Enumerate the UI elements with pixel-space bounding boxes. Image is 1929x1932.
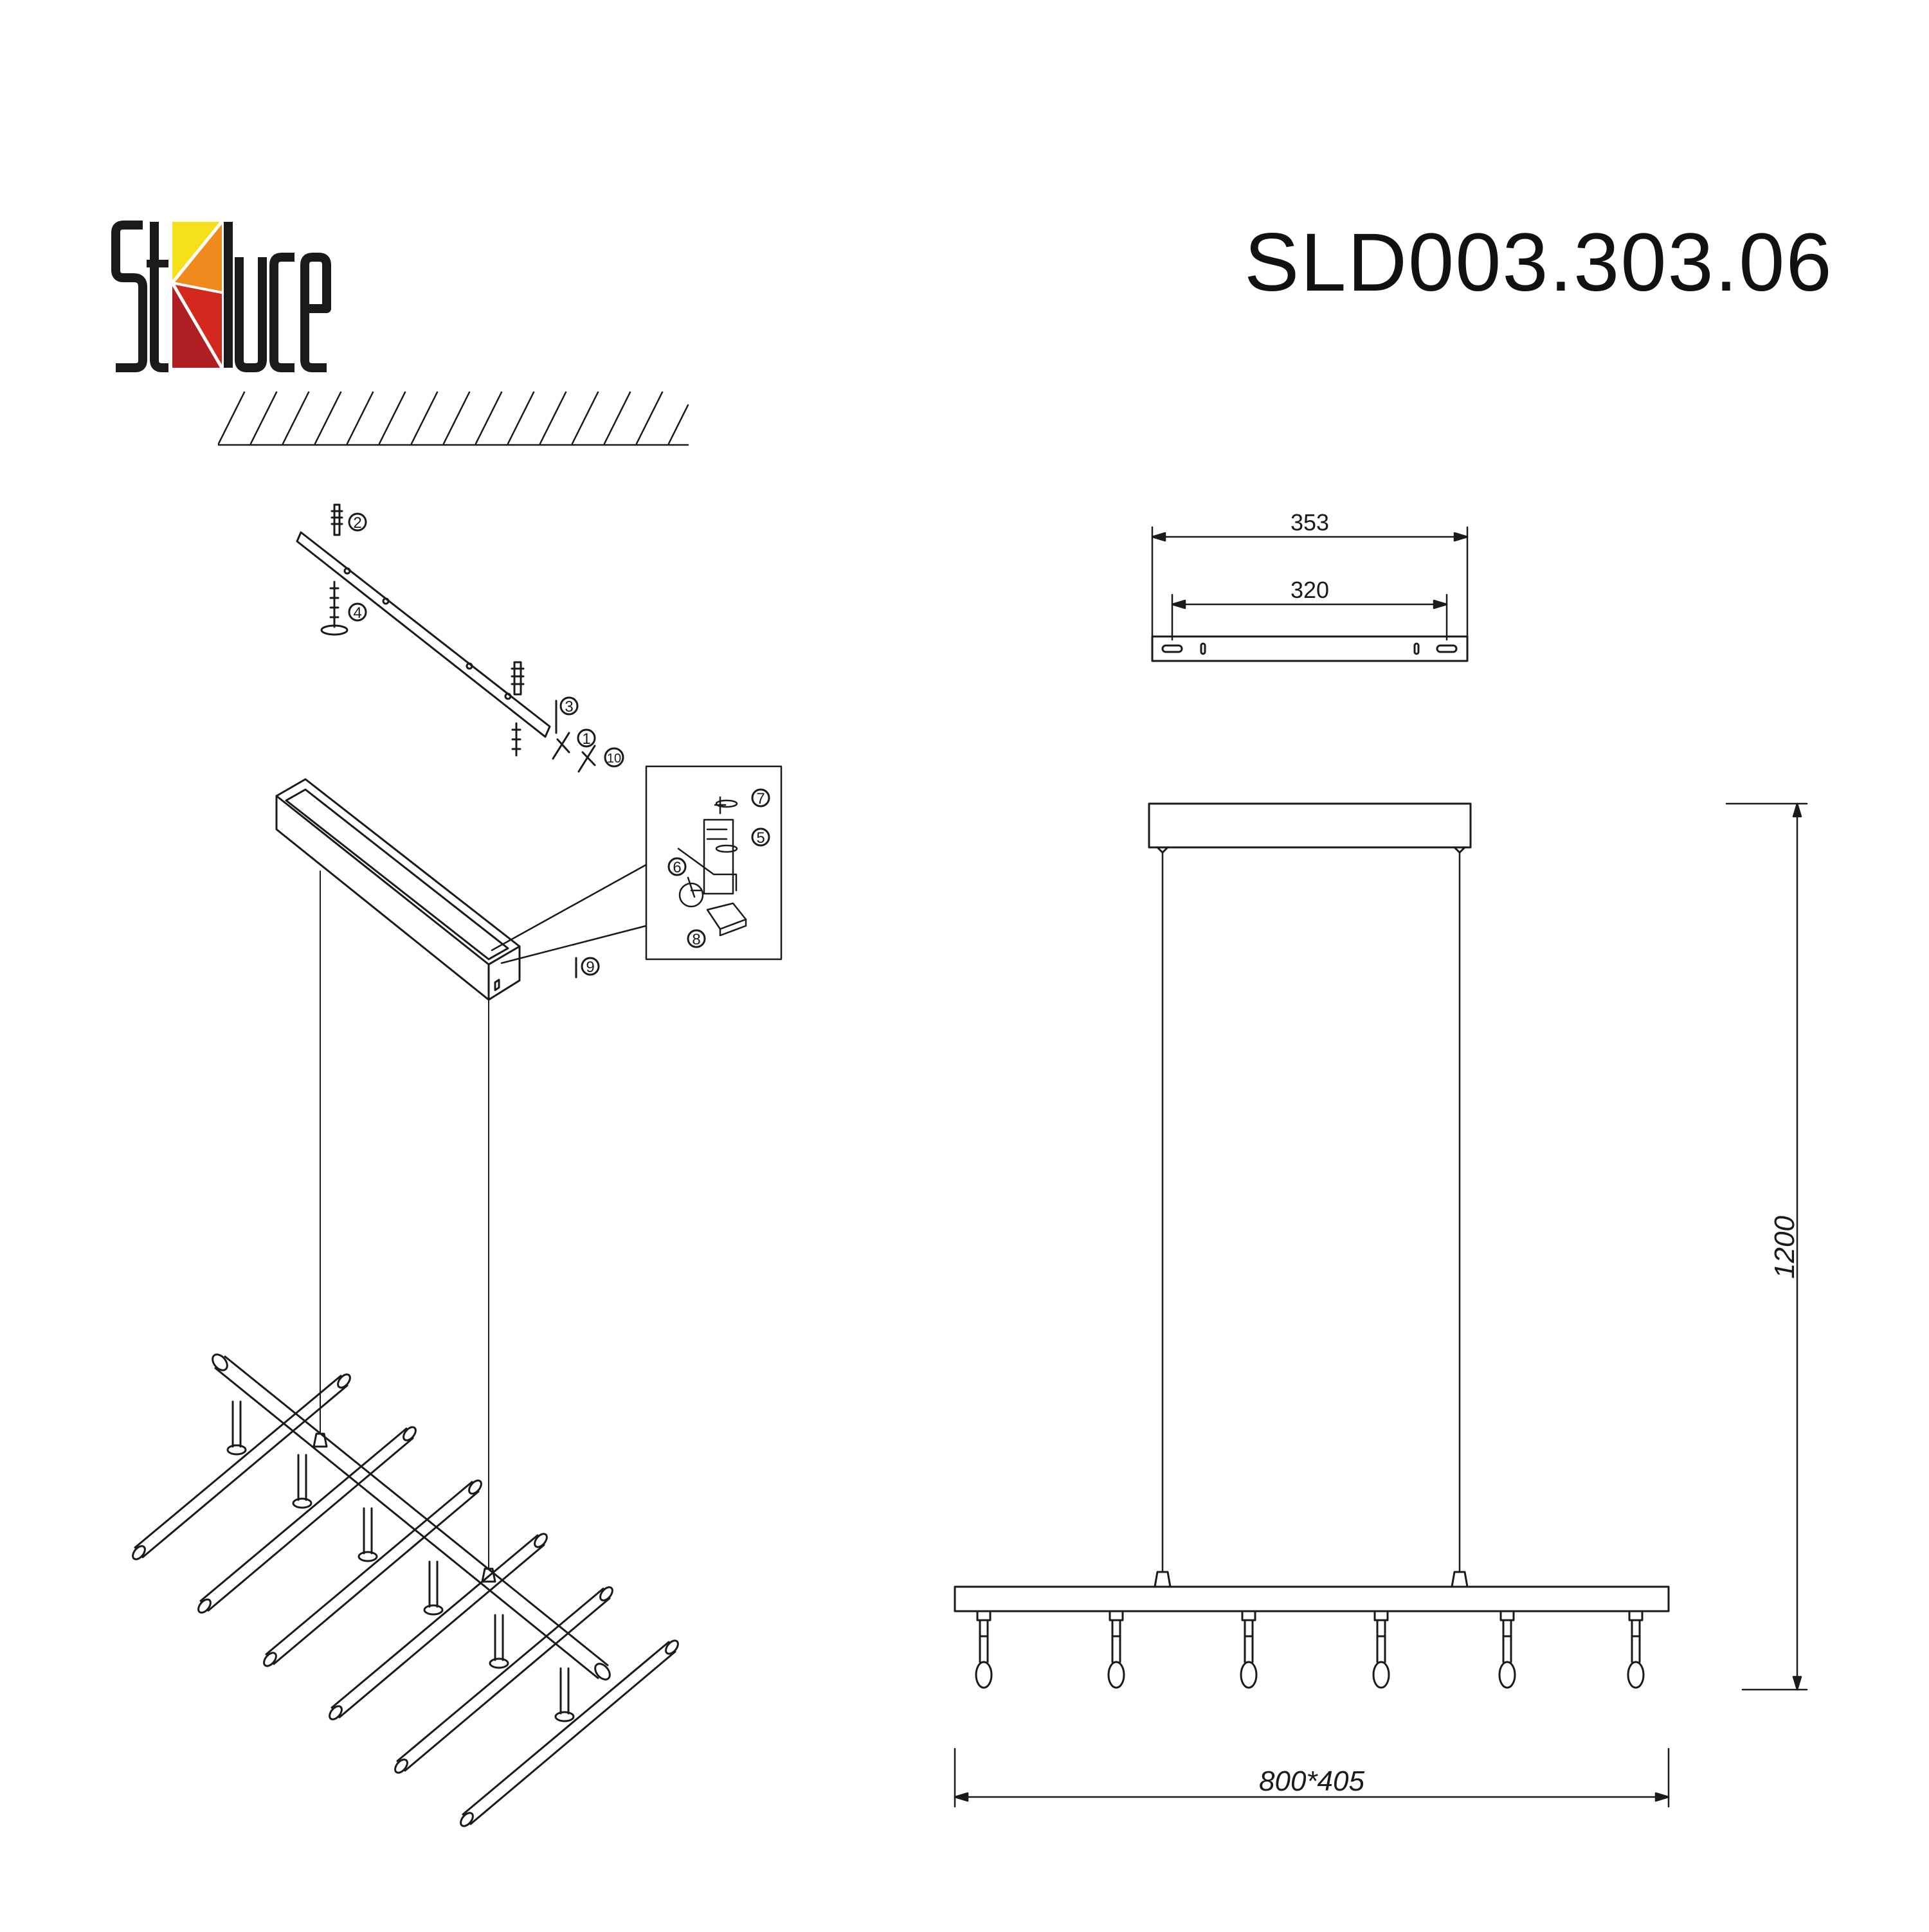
logo-emblem bbox=[170, 220, 224, 370]
canopy-iso bbox=[275, 778, 521, 1001]
part-number: 3 bbox=[565, 698, 573, 716]
part-callout: 1 bbox=[577, 728, 596, 748]
part-number: 4 bbox=[353, 604, 361, 622]
part-number: 5 bbox=[756, 829, 765, 847]
part-callout: 3 bbox=[559, 696, 579, 716]
dimension-label: 320 bbox=[1291, 577, 1329, 603]
part-callout: 2 bbox=[348, 512, 367, 532]
screw-anchor bbox=[331, 503, 343, 536]
lamp bbox=[1627, 1610, 1645, 1689]
part-number: 10 bbox=[607, 752, 621, 766]
part-number: 1 bbox=[582, 730, 590, 748]
detail-box bbox=[491, 765, 783, 964]
lamp bbox=[975, 1610, 993, 1689]
dimension-length-width: 800*405 bbox=[954, 1747, 1670, 1808]
part-number: 9 bbox=[586, 959, 594, 976]
part-callout: 4 bbox=[348, 602, 367, 622]
part-number: 2 bbox=[353, 514, 361, 532]
cross-fitting bbox=[552, 732, 596, 773]
part-callout: 9 bbox=[581, 957, 600, 976]
suspension-wire bbox=[320, 871, 489, 1569]
ceiling-hatch bbox=[217, 391, 689, 446]
bracket-front bbox=[1151, 635, 1469, 662]
lamp bbox=[1372, 1610, 1390, 1689]
lamp bbox=[1107, 1610, 1125, 1689]
suspension-wire bbox=[1161, 851, 1461, 1573]
part-number: 8 bbox=[692, 931, 700, 948]
part-number: 6 bbox=[673, 859, 681, 876]
fixture-frame-iso bbox=[132, 1353, 679, 1827]
screw-with-washer bbox=[320, 581, 349, 636]
dimension-label: 353 bbox=[1291, 509, 1329, 536]
lamp bbox=[1240, 1610, 1258, 1689]
screw-anchor bbox=[511, 661, 525, 757]
part-callout: 10 bbox=[604, 747, 624, 768]
dimension-hole-spacing: 320 bbox=[1171, 577, 1448, 641]
part-callout: 6 bbox=[667, 857, 687, 876]
dimension-overall-height: 1200 bbox=[1725, 802, 1808, 1691]
part-number: 7 bbox=[756, 790, 765, 808]
dimension-label: 800*405 bbox=[1259, 1765, 1364, 1797]
part-callout: 5 bbox=[751, 827, 770, 847]
dimension-label: 1200 bbox=[1769, 1216, 1800, 1279]
part-callout: 8 bbox=[687, 929, 706, 948]
fixture-bar-front bbox=[954, 1571, 1670, 1612]
mounting-bracket-iso bbox=[296, 531, 551, 738]
dimension-bracket-length: 353 bbox=[1151, 509, 1469, 638]
brand-logo bbox=[111, 220, 331, 372]
model-number: SLD003.303.06 bbox=[1244, 217, 1833, 309]
canopy-front bbox=[1148, 802, 1472, 854]
part-callout: 7 bbox=[751, 788, 770, 808]
lamp bbox=[1498, 1610, 1516, 1689]
